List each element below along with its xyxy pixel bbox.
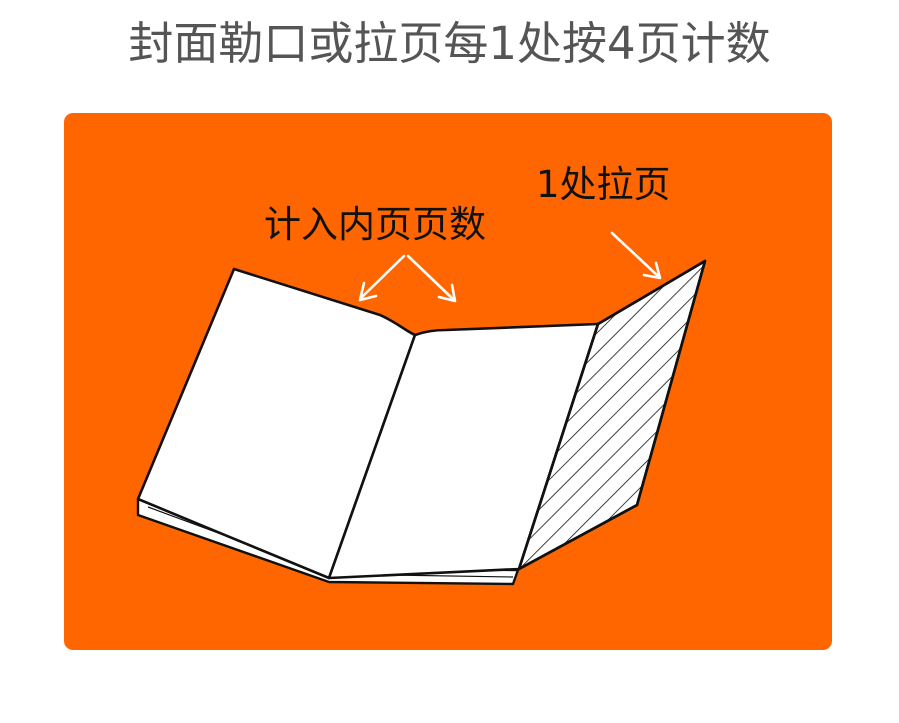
left-page — [136, 267, 417, 580]
diagram-panel: 计入内页页数 1处拉页 — [64, 113, 832, 650]
label-foldout: 1处拉页 — [536, 163, 671, 206]
diagram-canvas: 计入内页页数 1处拉页 — [64, 113, 832, 650]
foldout-arrow — [610, 231, 662, 280]
page-title: 封面勒口或拉页每1处按4页计数 — [128, 17, 771, 70]
label-inner-pages: 计入内页页数 — [264, 203, 486, 246]
foldout-hatch — [517, 259, 707, 571]
inner-pages-arrows — [358, 254, 457, 303]
